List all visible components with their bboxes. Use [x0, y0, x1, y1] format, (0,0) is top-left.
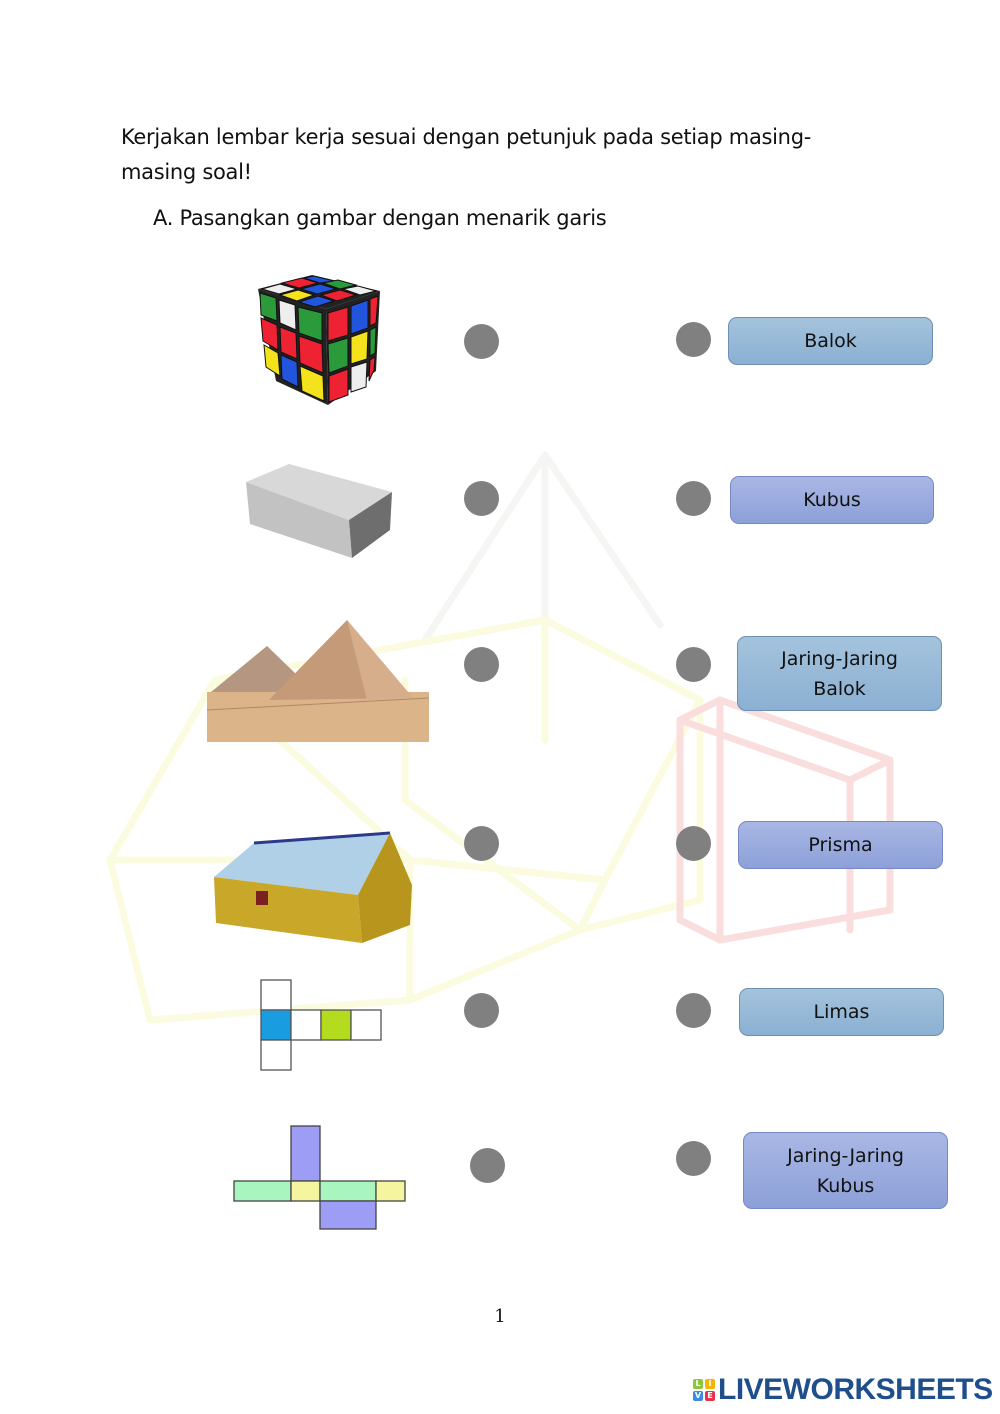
left-dot-6[interactable] — [470, 1148, 505, 1183]
brick-image — [246, 464, 392, 558]
left-dot-2[interactable] — [464, 481, 499, 516]
left-dot-3[interactable] — [464, 647, 499, 682]
right-dot-4[interactable] — [676, 826, 711, 861]
label-text: Jaring-Jaring Balok — [781, 647, 898, 700]
label-text: Limas — [813, 1001, 870, 1023]
label-limas[interactable]: Limas — [739, 988, 944, 1036]
pyramids-image — [207, 620, 429, 742]
logo-letter: I — [705, 1379, 715, 1389]
right-dot-1[interactable] — [676, 322, 711, 357]
cube-net-image — [260, 979, 382, 1071]
label-balok[interactable]: Balok — [728, 317, 933, 365]
right-dot-6[interactable] — [676, 1141, 711, 1176]
left-dot-4[interactable] — [464, 826, 499, 861]
left-dot-1[interactable] — [464, 324, 499, 359]
logo-letter: V — [693, 1391, 703, 1401]
cuboid-net-image — [233, 1125, 406, 1230]
tent-image — [214, 831, 412, 943]
right-dot-2[interactable] — [676, 481, 711, 516]
right-dot-5[interactable] — [676, 993, 711, 1028]
label-jaring-jaring-kubus[interactable]: Jaring-Jaring Kubus — [743, 1132, 948, 1209]
logo-letter: E — [705, 1391, 715, 1401]
page-number: 1 — [494, 1306, 506, 1327]
label-jaring-jaring-balok[interactable]: Jaring-Jaring Balok — [737, 636, 942, 711]
logo-letter: L — [693, 1379, 703, 1389]
label-text: Jaring-Jaring Kubus — [787, 1144, 904, 1197]
instructions-text: Kerjakan lembar kerja sesuai dengan petu… — [121, 125, 812, 184]
liveworksheets-brand: L I V E LIVEWORKSHEETS — [693, 1373, 993, 1407]
right-dot-3[interactable] — [676, 647, 711, 682]
section-title: A. Pasangkan gambar dengan menarik garis — [153, 206, 607, 230]
liveworksheets-logo-icon: L I V E — [693, 1379, 715, 1401]
label-text: Kubus — [803, 489, 861, 511]
brand-name: LIVEWORKSHEETS — [718, 1373, 993, 1406]
left-dot-5[interactable] — [464, 993, 499, 1028]
label-kubus[interactable]: Kubus — [730, 476, 934, 524]
label-text: Prisma — [808, 834, 873, 856]
watermark-pyramid — [421, 451, 664, 644]
watermark-cube — [676, 696, 894, 944]
rubiks-cube-image — [258, 275, 380, 405]
label-text: Balok — [804, 330, 857, 352]
label-prisma[interactable]: Prisma — [738, 821, 943, 869]
